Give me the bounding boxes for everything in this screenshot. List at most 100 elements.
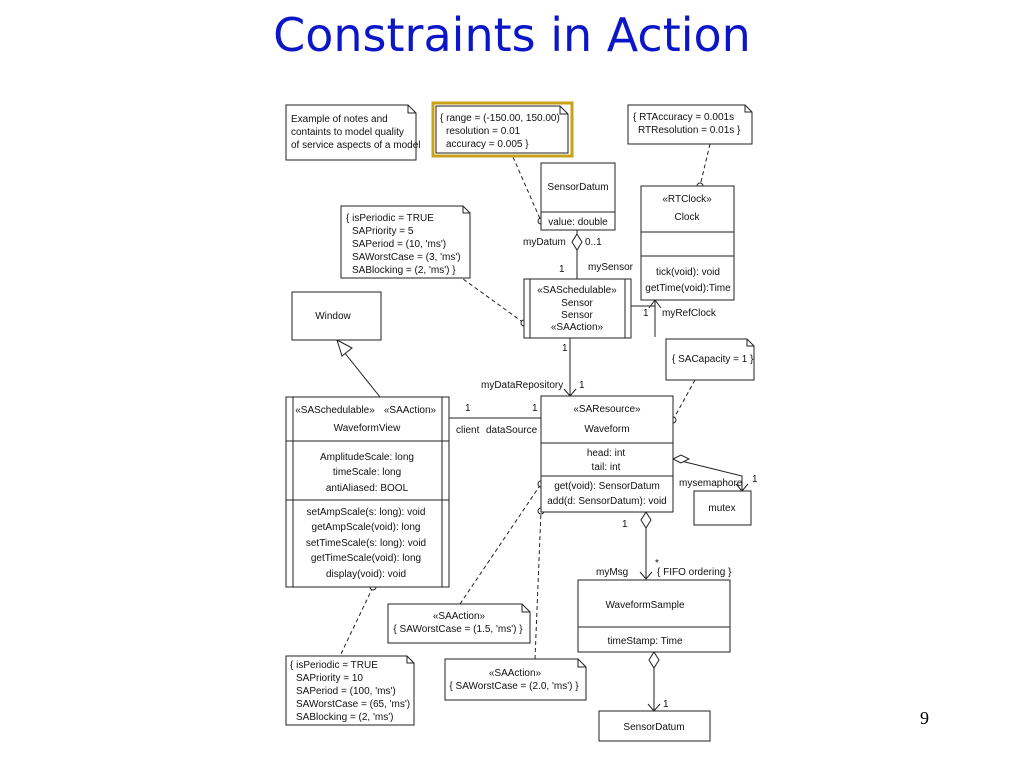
note-periodic-view-line: SABlocking = (2, 'ms') (296, 712, 393, 723)
class-waveform: «SAResource» Waveform head: int tail: in… (540, 395, 674, 513)
note-sa-action-get-line: { SAWorstCase = (1.5, 'ms') } (393, 624, 523, 635)
page-number: 9 (920, 708, 929, 728)
class-operation: getAmpScale(void): long (312, 522, 421, 533)
class-operation: setTimeScale(s: long): void (306, 538, 426, 549)
class-attribute: timeStamp: Time (607, 636, 682, 647)
class-operation: get(void): SensorDatum (554, 481, 660, 492)
multiplicity-label: 1 (532, 403, 538, 414)
note-intro-line: of service aspects of a model (291, 140, 421, 151)
range-note-link (512, 156, 542, 222)
class-name: Sensor (561, 298, 593, 309)
note-rt-accuracy-line: RTResolution = 0.01s } (638, 125, 741, 136)
sa-action-add-link (534, 510, 542, 660)
note-periodic-view-line: SAPeriod = (100, 'ms') (296, 686, 396, 697)
class-name: Sensor (561, 310, 593, 321)
class-stereotype: «SASchedulable» (295, 405, 375, 416)
class-name: Waveform (584, 424, 629, 435)
note-range-line: resolution = 0.01 (446, 126, 521, 137)
class-sensor-datum-bottom: SensorDatum (598, 710, 711, 742)
sensor-datum-aggregation-diamond (571, 233, 583, 251)
class-stereotype: «RTClock» (662, 194, 712, 205)
class-name: Clock (674, 212, 700, 223)
window-generalization (343, 351, 381, 398)
note-periodic-view-line: { isPeriodic = TRUE (290, 660, 378, 671)
class-operation: getTime(void):Time (645, 283, 731, 294)
class-window: Window (291, 291, 382, 341)
class-attribute: antiAliased: BOOL (326, 483, 409, 494)
note-periodic-sensor-line: SABlocking = (2, 'ms') } (352, 265, 456, 276)
note-sa-action-get-line: «SAAction» (433, 611, 486, 622)
note-sa-capacity-line: { SACapacity = 1 } (672, 354, 754, 365)
multiplicity-label: 1 (622, 519, 628, 530)
multiplicity-label: 0..1 (585, 237, 602, 248)
note-sa-action-add: «SAAction» { SAWorstCase = (2.0, 'ms') } (444, 658, 587, 701)
slide-title: Constraints in Action (273, 8, 751, 62)
note-periodic-sensor-line: SAWorstCase = (3, 'ms') (352, 252, 461, 263)
note-sa-capacity: { SACapacity = 1 } (665, 338, 755, 381)
class-mutex: mutex (693, 490, 752, 526)
class-waveform-view: «SASchedulable» «SAAction» WaveformView … (285, 396, 450, 588)
role-label: myMsg (596, 567, 628, 578)
multiplicity-label: 1 (465, 403, 471, 414)
periodic-sensor-note-link (451, 270, 525, 324)
note-range: { range = (-150.00, 150.00) resolution =… (431, 101, 574, 158)
class-operation: getTimeScale(void): long (311, 553, 421, 564)
rt-accuracy-note-link (699, 143, 711, 187)
class-operation: display(void): void (326, 569, 406, 580)
multiplicity-label: 1 (579, 380, 585, 391)
generalization-triangle (336, 338, 353, 357)
multiplicity-label: 1 (559, 264, 565, 275)
datum-aggregation-diamond (648, 651, 660, 669)
mutex-aggregation-diamond (671, 454, 691, 464)
note-periodic-view-line: SAPriority = 10 (296, 673, 363, 684)
class-name: WaveformSample (605, 600, 685, 611)
class-operation: setAmpScale(s: long): void (307, 507, 426, 518)
class-name: mutex (708, 503, 735, 514)
class-operation: tick(void): void (656, 267, 720, 278)
role-label: myRefClock (662, 308, 717, 319)
note-periodic-sensor: { isPeriodic = TRUE SAPriority = 5 SAPer… (340, 205, 471, 279)
note-periodic-view-line: SAWorstCase = (65, 'ms') (296, 699, 410, 710)
class-attribute: head: int (587, 448, 626, 459)
note-periodic-sensor-line: SAPeriod = (10, 'ms') (352, 239, 446, 250)
class-attribute: timeScale: long (333, 467, 401, 478)
note-periodic-sensor-line: SAPriority = 5 (352, 226, 414, 237)
class-stereotype: «SASchedulable» (537, 285, 617, 296)
role-label: client (456, 425, 480, 436)
capacity-note-link (672, 379, 696, 421)
periodic-view-note-link (339, 586, 374, 657)
note-intro-line: Example of notes and (291, 114, 388, 125)
note-intro: Example of notes and containts to model … (285, 104, 421, 161)
range-highlight-frame (431, 101, 574, 158)
class-name: Window (315, 311, 351, 322)
class-stereotype: «SAAction» (384, 405, 437, 416)
class-name: SensorDatum (623, 722, 684, 733)
class-stereotype: «SAAction» (551, 322, 604, 333)
multiplicity-label: 1 (663, 699, 669, 710)
sample-aggregation-diamond (640, 511, 652, 529)
class-waveform-sample: WaveformSample timeStamp: Time (577, 579, 731, 653)
class-stereotype: «SAResource» (573, 404, 641, 415)
role-label: dataSource (486, 425, 538, 436)
note-range-line: { range = (-150.00, 150.00) (440, 113, 560, 124)
multiplicity-label: 1 (643, 308, 649, 319)
class-sensor: «SASchedulable» Sensor Sensor «SAAction» (523, 278, 632, 339)
multiplicity-label: * (655, 558, 659, 569)
note-sa-action-add-line: «SAAction» (489, 668, 542, 679)
class-sensor-datum-top: SensorDatum value: double (540, 162, 616, 231)
note-sa-action-add-line: { SAWorstCase = (2.0, 'ms') } (449, 681, 579, 692)
multiplicity-label: 1 (562, 343, 568, 354)
sample-arrowhead (639, 571, 653, 580)
multiplicity-label: 1 (752, 474, 758, 485)
note-intro-line: containts to model quality (291, 127, 404, 138)
role-label: mysemaphore (679, 478, 743, 489)
sa-action-get-link (459, 483, 542, 605)
class-rtclock: «RTClock» Clock tick(void): void getTime… (640, 185, 735, 301)
role-label: myDatum (523, 237, 566, 248)
note-periodic-sensor-line: { isPeriodic = TRUE (346, 213, 434, 224)
class-name: SensorDatum (547, 182, 608, 193)
note-rt-accuracy: { RTAccuracy = 0.001s RTResolution = 0.0… (627, 104, 753, 145)
role-label: mySensor (588, 262, 634, 273)
class-attribute: AmplitudeScale: long (320, 452, 414, 463)
